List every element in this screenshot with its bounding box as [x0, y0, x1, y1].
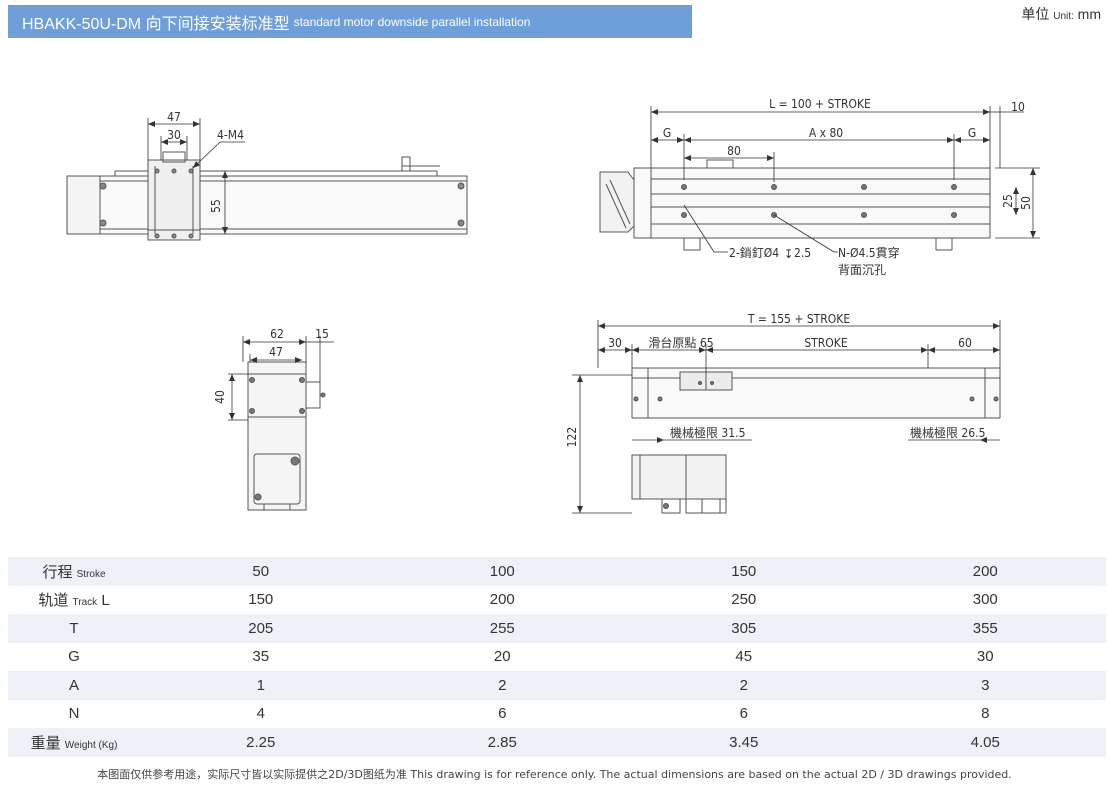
- unit-label-cn: 单位: [1021, 6, 1050, 22]
- end-view-dim-62: 62: [270, 327, 284, 341]
- table-cell: 150: [623, 557, 865, 586]
- table-cell: 4: [256, 705, 265, 723]
- side-view-dim-G-right: G: [968, 126, 976, 140]
- side-view-dim-80: 80: [727, 144, 741, 158]
- row-label-t: T: [8, 614, 140, 643]
- front-view-dim-T: T = 155 + STROKE: [747, 312, 851, 326]
- table-cell: 50: [140, 557, 382, 586]
- table-cell: 150: [248, 591, 274, 609]
- table-row: 轨道 Track L 150 200 250 300: [8, 586, 1106, 615]
- side-view-dim-Ax80: A x 80: [809, 126, 843, 140]
- table-cell: 1: [140, 671, 382, 700]
- table-row: T 205 255 305 355: [8, 614, 1106, 643]
- side-view-dim-10: 10: [1011, 100, 1025, 114]
- end-view-dim-47: 47: [269, 345, 283, 359]
- side-view-note-pin: 2-銷釘Ø4: [729, 245, 779, 260]
- side-view-note-counterbore: 背面沉孔: [838, 263, 886, 277]
- front-view-dim-30: 30: [608, 336, 622, 350]
- table-cell: 305: [623, 614, 865, 643]
- front-view: [572, 320, 1001, 514]
- table-cell: 45: [735, 648, 753, 666]
- table-cell: 30: [976, 648, 994, 666]
- table-cell: 2.25: [140, 728, 382, 757]
- table-row: 行程 Stroke 50 100 150 200: [8, 557, 1106, 586]
- technical-drawing: 47 30 4-M4 55: [66, 97, 1040, 514]
- table-cell: 4.05: [864, 728, 1106, 757]
- end-view-dim-40: 40: [213, 390, 227, 404]
- front-view-dim-stroke: STROKE: [804, 336, 848, 350]
- row-label-weight: 重量 Weight (Kg): [8, 728, 140, 757]
- depth-symbol-icon: ↧: [784, 247, 793, 261]
- spec-table: 行程 Stroke 50 100 150 200 轨道 Track L 150 …: [8, 557, 1106, 757]
- front-view-limit-right: 機械極限 26.5: [910, 425, 985, 440]
- table-cell: 255: [381, 614, 623, 643]
- table-row: N 4 6 6 8: [8, 700, 1106, 729]
- top-view-dim-30: 30: [167, 128, 181, 142]
- top-view-dim-47: 47: [167, 110, 181, 124]
- table-cell: 20: [493, 648, 511, 666]
- front-view-dim-origin: 滑台原點 65: [648, 335, 713, 350]
- front-view-dim-60: 60: [958, 336, 972, 350]
- end-view: [228, 336, 334, 511]
- table-cell: 35: [252, 648, 270, 666]
- table-cell: 3: [864, 671, 1106, 700]
- disclaimer-footnote: 本图面仅供参考用途，实际尺寸皆以实际提供之2D/3D图纸为准 This draw…: [97, 768, 1012, 781]
- table-cell: 300: [972, 591, 998, 609]
- front-view-limit-left: 機械極限 31.5: [670, 425, 745, 440]
- table-cell: 250: [731, 591, 757, 609]
- table-cell: 2.85: [381, 728, 623, 757]
- table-cell: 6: [739, 705, 748, 723]
- table-cell: 2: [623, 671, 865, 700]
- table-cell: 205: [140, 614, 382, 643]
- table-row: 重量 Weight (Kg) 2.25 2.85 3.45 4.05: [8, 728, 1106, 757]
- table-cell: 3.45: [623, 728, 865, 757]
- title-banner: HBAKK-50U-DM 向下间接安装标准型 standard motor do…: [8, 5, 692, 38]
- table-cell: 6: [498, 705, 507, 723]
- top-view-dim-55: 55: [209, 199, 223, 213]
- unit-label: 单位 Unit: mm: [1021, 4, 1101, 24]
- side-view-note-pin-depth: 2.5: [794, 246, 811, 260]
- side-view-note-hole: N-Ø4.5貫穿: [838, 245, 900, 260]
- row-label-stroke: 行程 Stroke: [8, 557, 140, 586]
- table-cell: 2: [381, 671, 623, 700]
- side-view: [599, 106, 1040, 253]
- row-label-n: N: [68, 705, 80, 723]
- table-cell: 355: [864, 614, 1106, 643]
- unit-label-en: Unit:: [1053, 11, 1074, 22]
- side-view-dim-50: 50: [1019, 196, 1033, 210]
- table-row: A 1 2 2 3: [8, 671, 1106, 700]
- row-label-track: 轨道 Track L: [38, 592, 110, 610]
- title-main: HBAKK-50U-DM 向下间接安装标准型: [22, 15, 290, 33]
- side-view-dim-G-left: G: [663, 126, 671, 140]
- top-view: [66, 118, 468, 241]
- table-row: G 35 20 45 30: [8, 643, 1106, 672]
- side-view-dim-L: L = 100 + STROKE: [769, 97, 871, 111]
- table-cell: 200: [489, 591, 515, 609]
- table-cell: 8: [981, 705, 990, 723]
- unit-value: mm: [1077, 6, 1101, 22]
- top-view-dim-4m4: 4-M4: [217, 128, 244, 142]
- row-label-a: A: [8, 671, 140, 700]
- end-view-dim-15: 15: [315, 327, 329, 341]
- table-cell: 100: [381, 557, 623, 586]
- row-label-g: G: [68, 648, 80, 666]
- side-view-dim-25: 25: [1001, 194, 1015, 208]
- front-view-dim-122: 122: [565, 427, 579, 448]
- table-cell: 200: [864, 557, 1106, 586]
- title-subtitle: standard motor downside parallel install…: [293, 14, 531, 29]
